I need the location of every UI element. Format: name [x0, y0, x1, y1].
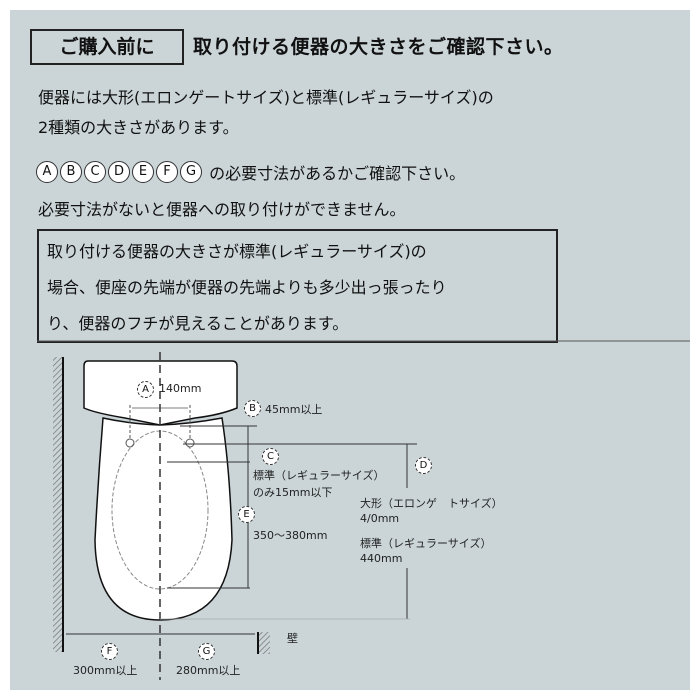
circled-letter-a: A	[36, 161, 58, 183]
label-e-value: 350〜380mm	[253, 529, 328, 542]
label-d-line-3: 標準（レギュラーサイズ）	[360, 537, 492, 550]
label-b-value: 45mm以上	[265, 403, 323, 416]
wall-label: 壁	[287, 632, 298, 645]
label-a-value: 140mm	[159, 382, 202, 395]
check-line-2: 必要寸法がないと便器への取り付けができません。	[38, 200, 406, 219]
circled-letter-c: C	[84, 161, 106, 183]
label-e-circle: E	[238, 506, 255, 523]
label-g-value: 280mm以上	[176, 664, 241, 677]
note-box: 取り付ける便器の大きさが標準(レギュラーサイズ)の 場合、便座の先端が便器の先端…	[37, 229, 558, 343]
label-c-line-2: のみ15mm以下	[253, 486, 333, 499]
page-title: 取り付ける便器の大きさをご確認下さい。	[193, 36, 564, 58]
bolt-hole-right	[185, 438, 195, 448]
check-line-1-text: の必要寸法があるかご確認下さい。	[209, 164, 466, 183]
note-line-2: 場合、便座の先端が便器の先端よりも多少出っ張ったり	[47, 278, 447, 297]
label-f-circle: F	[101, 643, 118, 660]
label-c-line-1: 標準（レギュラーサイズ）	[253, 469, 385, 482]
circled-letter-g: G	[180, 161, 202, 183]
note-line-3: り、便器のフチが見えることがあります。	[47, 314, 349, 333]
circled-letter-d: D	[108, 161, 130, 183]
label-a-circle: A	[137, 381, 154, 398]
label-c-circle: C	[262, 448, 279, 465]
label-f-value: 300mm以上	[73, 664, 138, 677]
left-wall-hatch	[53, 357, 63, 652]
bolt-hole-left	[125, 438, 135, 448]
right-wall-hatch	[258, 632, 270, 654]
circled-letter-e: E	[132, 161, 154, 183]
label-b-circle: B	[244, 400, 261, 417]
intro-line-2: 2種類の大きさがあります。	[38, 118, 239, 137]
circled-letter-b: B	[60, 161, 82, 183]
note-line-1: 取り付ける便器の大きさが標準(レギュラーサイズ)の	[47, 242, 427, 261]
circled-letter-f: F	[156, 161, 178, 183]
label-d-line-4: 440mm	[360, 552, 403, 565]
label-g-circle: G	[198, 643, 215, 660]
label-d-line-2: 4/0mm	[360, 512, 400, 525]
before-purchase-badge: ご購入前に	[30, 29, 184, 65]
intro-line-1: 便器には大形(エロンゲートサイズ)と標準(レギュラーサイズ)の	[38, 88, 494, 107]
label-d-circle: D	[415, 457, 432, 474]
label-d-line-1: 大形（エロンゲ トサイズ）	[360, 497, 503, 510]
